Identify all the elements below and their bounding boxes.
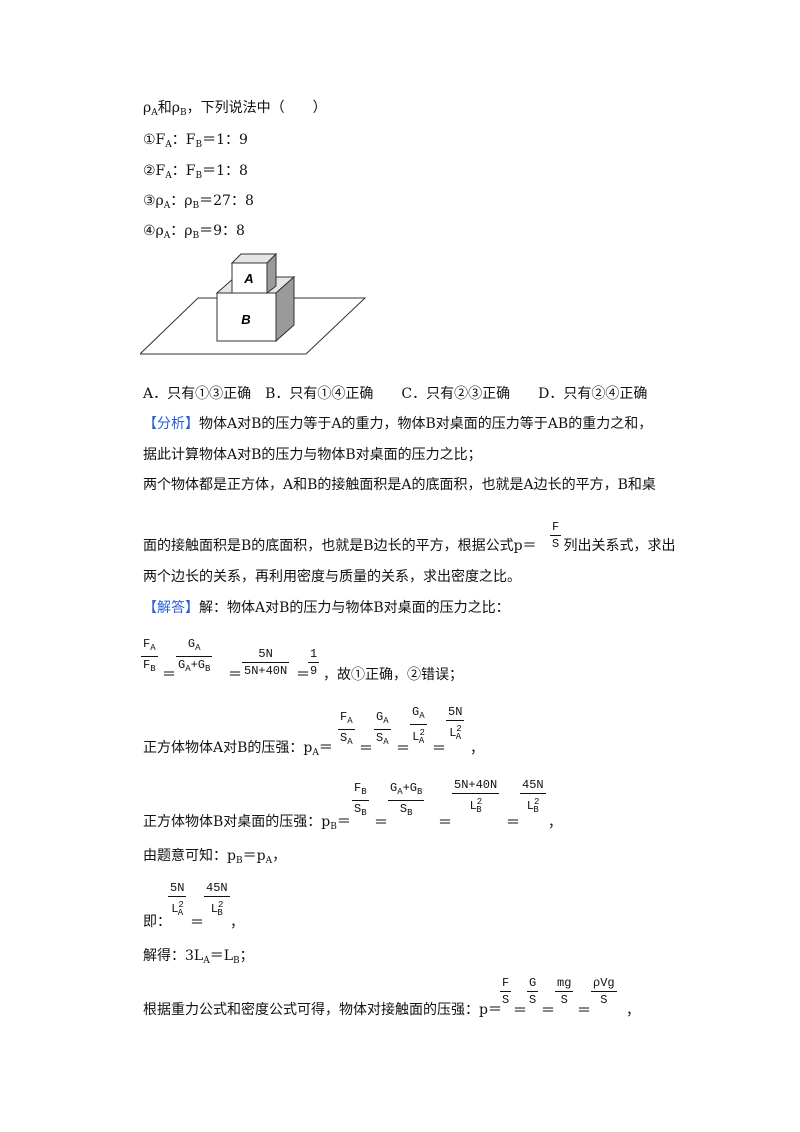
final-pressure-line: 根据重力公式和密度公式可得，物体对接触面的压强：p＝ [143,1002,502,1018]
analysis-line-2: 据此计算物体A对B的压力与物体B对桌面的压力之比； [143,447,482,463]
analysis-line-3: 两个物体都是正方体，A和B的接触面积是A的底面积，也就是A边长的平方，B和桌 [143,477,656,493]
analysis-line-1: 【分析】物体A对B的压力等于A的重力，物体B对桌面的压力等于AB的重力之和， [143,416,653,432]
ji-label: 即： [143,914,171,930]
cube-b-front [216,292,277,342]
ratio-conclusion: ，故①正确，②错误； [323,667,463,683]
solution-tag: 【解答】 [143,600,199,616]
cube-a-front [231,262,268,294]
cube-a-label: A [243,271,253,286]
pressure-b-label: 正方体物体B对桌面的压强：pB＝ [143,814,351,832]
solve-line: 解得：3LA＝LB； [143,948,254,966]
answer-choices: A．只有①③正确 B．只有①④正确 C．只有②③正确 D．只有②④正确 [143,386,648,402]
statement-3: ③ρA：ρB＝27：8 [143,193,254,211]
cubes-on-table-figure: A B [140,252,367,355]
analysis-line-5: 两个边长的关系，再利用密度与质量的关系，求出密度之比。 [143,569,521,585]
pressure-a-label: 正方体物体A对B的压强：pA＝ [143,740,333,758]
question-stem: ρA和ρB，下列说法中（ ） [143,100,327,118]
analysis-line-4: 面的接触面积是B的底面积，也就是B边长的平方，根据公式p＝列出关系式，求出 [143,538,676,554]
given-equal-pressure: 由题意可知：pB＝pA， [143,848,287,866]
solution-line-1: 【解答】解：物体A对B的压力与物体B对桌面的压力之比： [143,600,510,616]
statement-1: ①FA：FB＝1：9 [143,132,248,150]
cube-b-label: B [241,312,250,327]
statement-4: ④ρA：ρB＝9：8 [143,223,245,241]
analysis-tag: 【分析】 [143,416,199,432]
statement-2: ②FA：FB＝1：8 [143,163,248,181]
